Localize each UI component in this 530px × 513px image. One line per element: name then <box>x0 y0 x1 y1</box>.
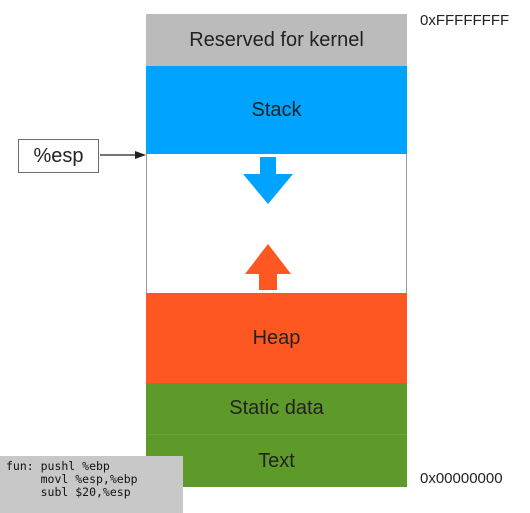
reserved-kernel-label: Reserved for kernel <box>189 28 364 51</box>
stack-segment: Stack <box>146 66 407 154</box>
assembly-code-box: fun: pushl %ebp movl %esp,%ebp subl $20,… <box>0 456 183 513</box>
arrow-right-icon <box>100 151 146 159</box>
heap-label: Heap <box>252 326 301 349</box>
esp-register-label: %esp <box>33 144 84 167</box>
text-segment: Text <box>146 435 407 487</box>
reserved-kernel-segment: Reserved for kernel <box>146 14 407 66</box>
static-data-segment: Static data <box>146 383 407 435</box>
code-line: movl %esp,%ebp <box>6 472 138 486</box>
heap-segment: Heap <box>146 293 407 383</box>
arrow-down-icon <box>243 157 293 204</box>
code-line: subl $20,%esp <box>6 485 131 499</box>
static-data-label: Static data <box>229 397 324 419</box>
esp-register-box: %esp <box>18 139 99 173</box>
arrow-up-icon <box>245 244 291 290</box>
stack-label: Stack <box>251 98 302 121</box>
code-line: fun: pushl %ebp <box>6 459 110 473</box>
bottom-address-label: 0x00000000 <box>420 470 503 487</box>
text-label: Text <box>258 449 295 472</box>
top-address-label: 0xFFFFFFFF <box>420 12 510 29</box>
